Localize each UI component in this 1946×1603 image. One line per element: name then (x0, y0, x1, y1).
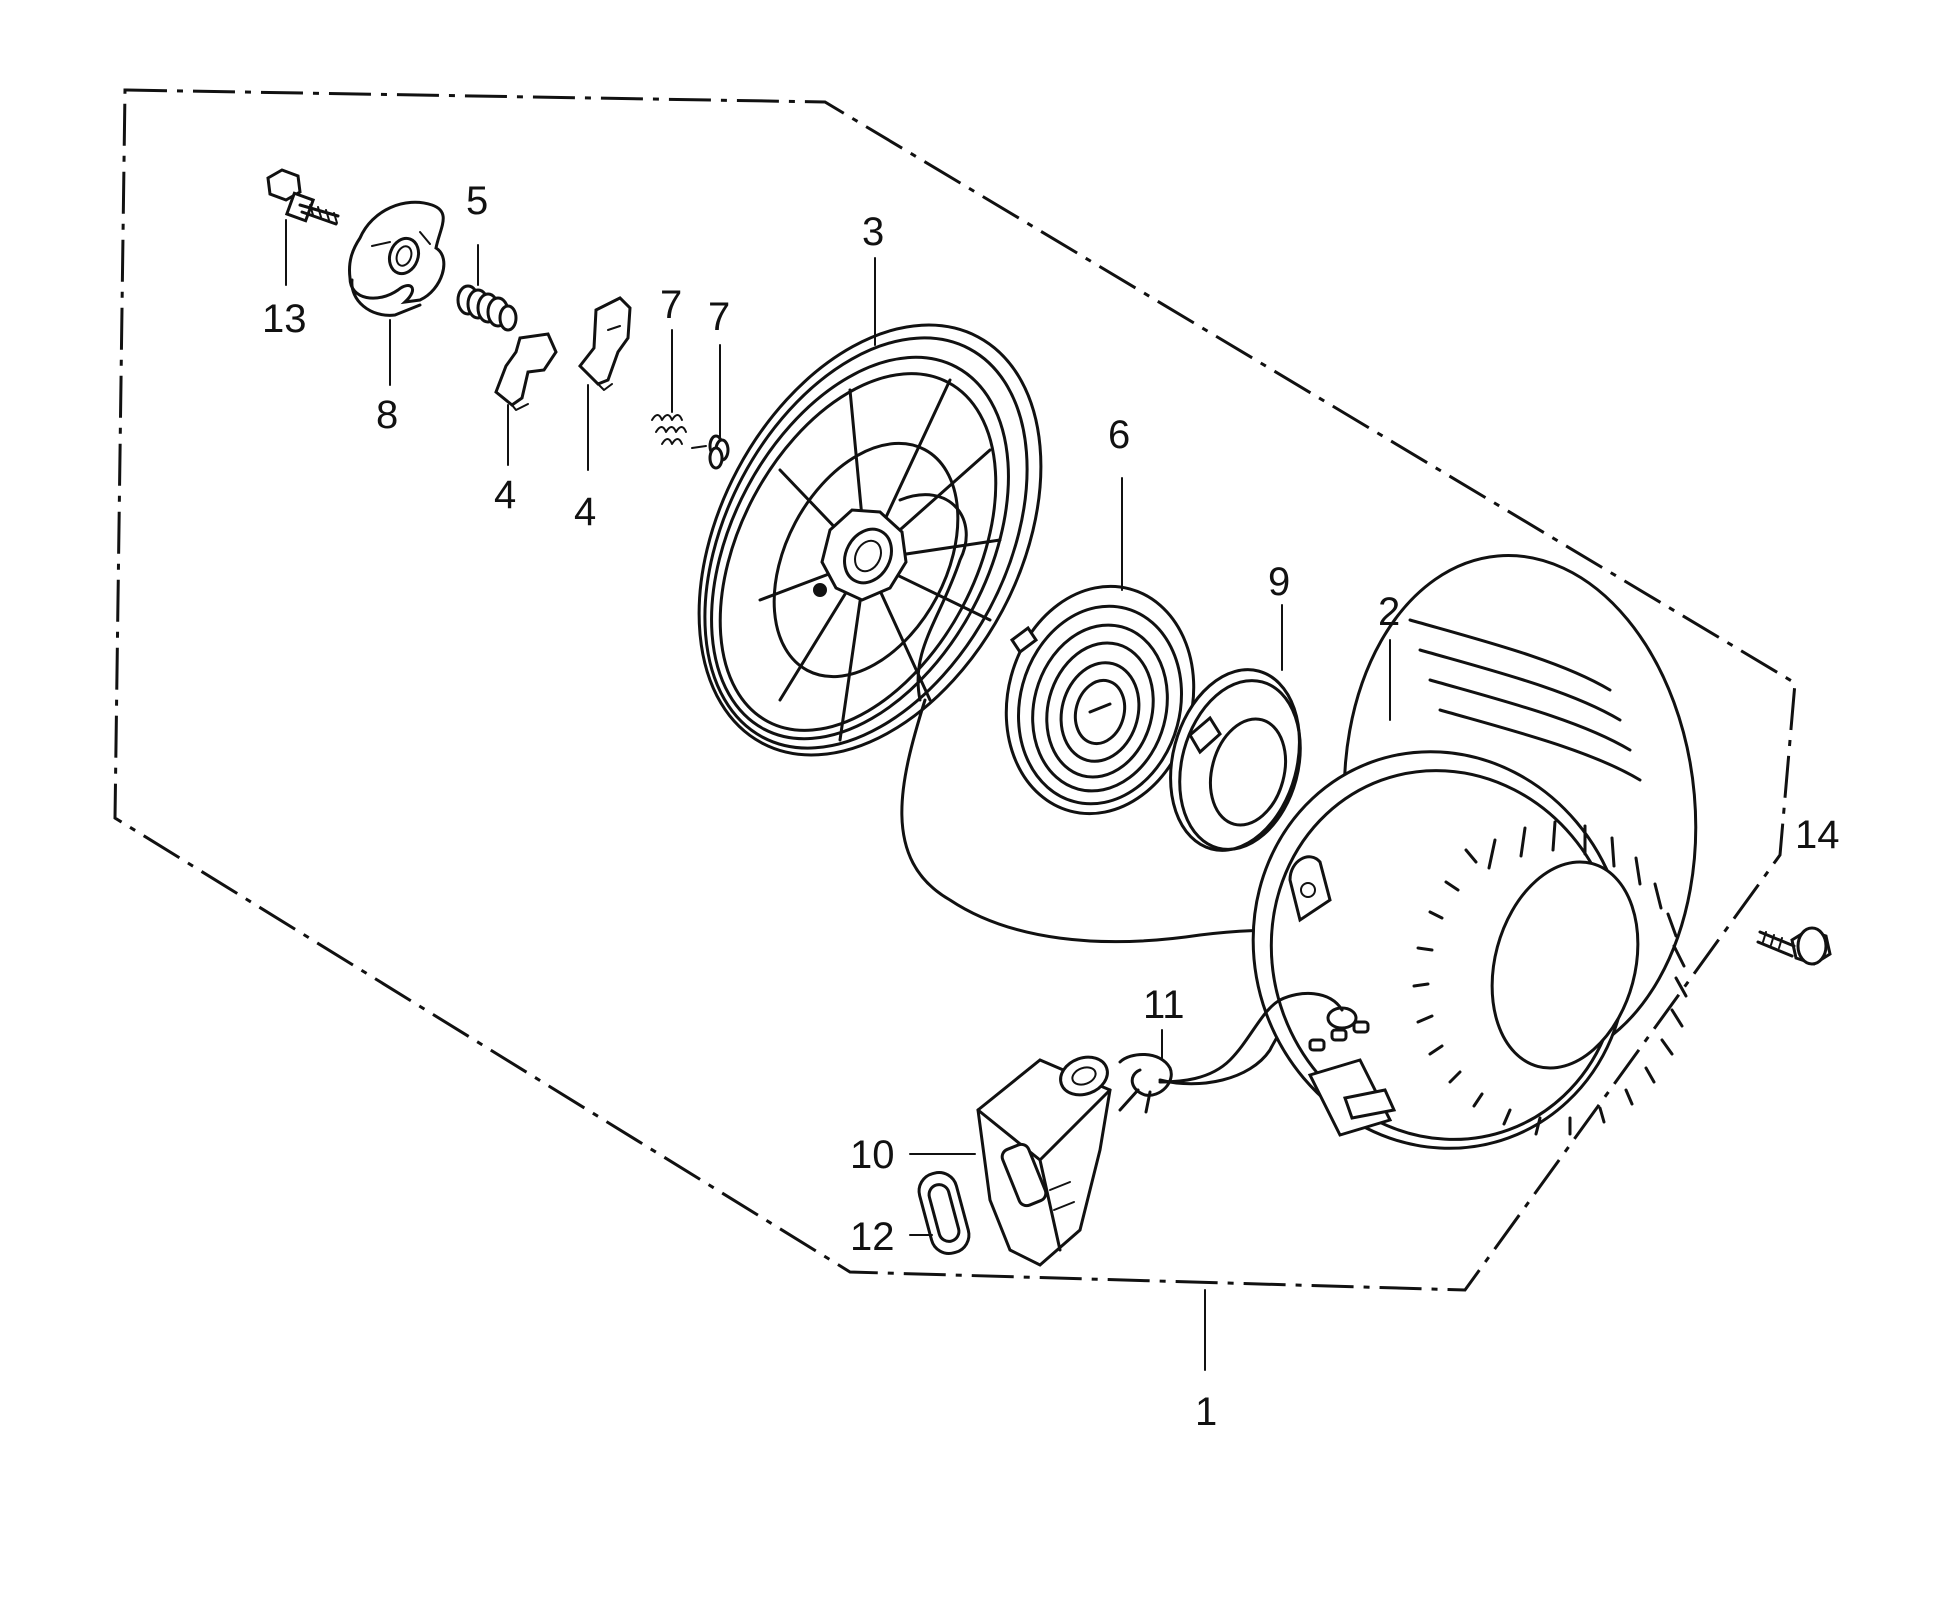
part-13-bolt (266, 168, 340, 226)
label-part-12: 12 (850, 1215, 895, 1259)
label-part-4a: 4 (494, 473, 516, 517)
part-8-ratchet-guide (348, 200, 446, 317)
part-7-spring-b (691, 434, 730, 470)
label-part-9: 9 (1268, 560, 1290, 604)
part-9-plate (1169, 668, 1302, 852)
part-12-grip-insert (917, 1171, 971, 1255)
label-part-2: 2 (1378, 590, 1400, 634)
part-7-spring-a (651, 414, 687, 445)
part-10-starter-grip (976, 1055, 1112, 1267)
label-part-13: 13 (262, 297, 307, 341)
label-part-11: 11 (1143, 983, 1185, 1027)
label-part-7b: 7 (708, 295, 730, 339)
label-part-4b: 4 (574, 490, 596, 534)
label-part-8: 8 (376, 393, 398, 437)
part-11-knot (1118, 1052, 1173, 1114)
starter-rope (900, 698, 1292, 944)
part-2-starter-case (1158, 554, 1698, 1150)
part-4-ratchet-b (578, 296, 632, 391)
part-6-recoil-spring (1004, 584, 1196, 816)
label-part-1: 1 (1195, 1390, 1217, 1434)
label-part-3: 3 (862, 210, 884, 254)
label-part-10: 10 (850, 1133, 895, 1177)
part-3-reel (697, 323, 1043, 757)
assembly-boundary (113, 88, 1797, 1292)
part-5-spring (456, 284, 518, 332)
part-4-ratchet-a (494, 332, 558, 411)
label-part-6: 6 (1108, 413, 1130, 457)
label-part-7a: 7 (660, 283, 682, 327)
leader-lines (285, 219, 1391, 1371)
part-14-bolt (1756, 926, 1832, 966)
label-part-14: 14 (1795, 813, 1840, 857)
label-part-5: 5 (466, 179, 488, 223)
